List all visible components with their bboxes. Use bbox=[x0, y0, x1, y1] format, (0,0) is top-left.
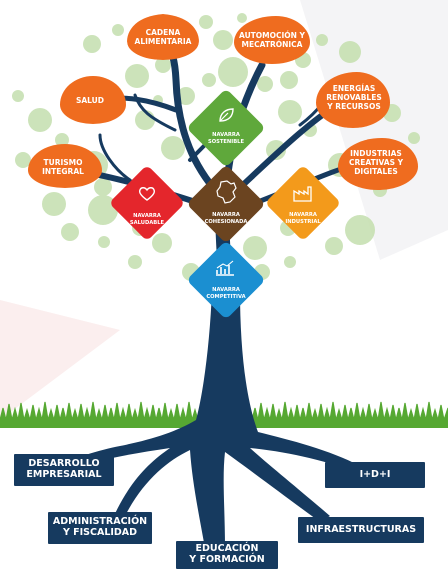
root-infraestructuras: INFRAESTRUCTURAS bbox=[298, 517, 424, 543]
diamond-label: NAVARRA COHESIONADA bbox=[204, 212, 248, 225]
leaf-industrias-creativas bbox=[338, 138, 418, 190]
leaf-salud bbox=[60, 76, 126, 124]
background-shape bbox=[0, 300, 120, 420]
leaf-label: AUTOMOCIÓN Y MECATRÓNICA bbox=[239, 31, 305, 49]
foliage-bubbles bbox=[12, 13, 420, 281]
leaf-label: TURISMO INTEGRAL bbox=[42, 158, 84, 176]
leaf-energias bbox=[316, 72, 390, 128]
leaf-automocion-mecatronica bbox=[234, 16, 310, 64]
root-educacion-formacion: EDUCACIÓN Y FORMACIÓN bbox=[176, 541, 278, 569]
background-shape bbox=[300, 0, 448, 260]
root-desarrollo-empresarial: DESARROLLO EMPRESARIAL bbox=[14, 454, 114, 486]
leaf-label: ENERGÍAS RENOVABLES Y RECURSOS bbox=[326, 84, 382, 111]
heart-icon bbox=[138, 187, 156, 201]
chart-icon bbox=[216, 260, 234, 276]
root-administracion-fiscalidad: ADMINISTRACIÓN Y FISCALIDAD bbox=[48, 512, 152, 544]
diamond-label: NAVARRA SOSTENIBLE bbox=[207, 132, 245, 145]
diamond-label: NAVARRA INDUSTRIAL bbox=[285, 212, 321, 225]
leaf-cadena-alimentaria bbox=[127, 14, 199, 60]
leaf-label: SALUD bbox=[75, 96, 105, 105]
leaf-label: CADENA ALIMENTARIA bbox=[134, 28, 192, 46]
map-icon bbox=[216, 180, 237, 204]
trunk bbox=[60, 290, 360, 548]
diamond-label: NAVARRA SALUDABLE bbox=[129, 213, 165, 226]
leaf-icon bbox=[219, 108, 234, 122]
leaf-label: INDUSTRIAS CREATIVAS Y DIGITALES bbox=[348, 149, 404, 176]
root-idi: I+D+I bbox=[325, 462, 425, 488]
diamond-label: NAVARRA COMPETITIVA bbox=[206, 287, 246, 300]
leaf-turismo-integral bbox=[28, 144, 102, 188]
factory-icon bbox=[293, 186, 312, 202]
